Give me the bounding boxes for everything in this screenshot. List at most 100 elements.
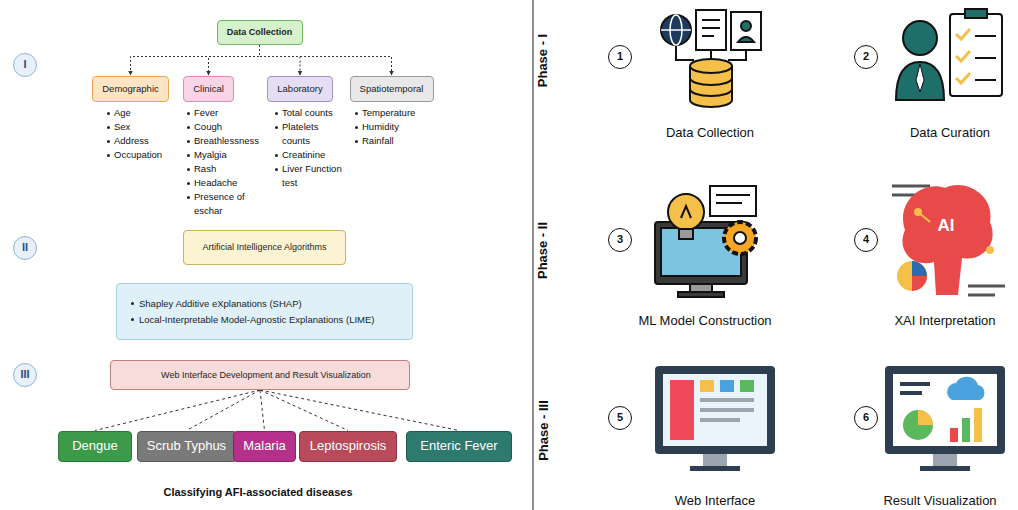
box-label: Leptospirosis <box>310 436 387 457</box>
bullet-dot <box>355 126 358 129</box>
step-number: 6 <box>863 409 869 427</box>
list-item: Occupation <box>114 148 176 162</box>
data-collection-icon <box>661 10 761 107</box>
box-label: Demographic <box>102 81 159 96</box>
bullet-dot <box>187 112 190 115</box>
step-number-circle: III <box>13 363 37 387</box>
list-item: Myalgia <box>194 148 260 162</box>
connector <box>260 390 265 431</box>
step-number-circle: 1 <box>608 45 632 69</box>
box-label: Data Collection <box>227 25 293 39</box>
bullet-dot <box>107 126 110 129</box>
process-box: Malaria <box>233 431 296 462</box>
icon-caption: Result Visualization <box>883 493 996 508</box>
bullet-dot <box>355 140 358 143</box>
result-visualization-icon <box>885 366 1005 471</box>
list-item: Rash <box>194 162 260 176</box>
bullet-dot <box>187 154 190 157</box>
bullet-dot <box>275 154 278 157</box>
bullet-dot <box>275 112 278 115</box>
step-number-circle: I <box>13 53 37 77</box>
process-box: Clinical <box>183 76 234 102</box>
bullet-dot <box>131 318 134 321</box>
list-item: Breathlessness <box>194 134 260 148</box>
box-label: Scrub Typhus <box>147 436 226 457</box>
connector <box>209 45 260 75</box>
bullet-dot <box>187 168 190 171</box>
icon-caption: XAI Interpretation <box>894 313 995 328</box>
phase-label: Phase - I <box>536 33 551 86</box>
icon-caption: Data Curation <box>910 125 990 140</box>
icon-caption: Data Collection <box>666 125 754 140</box>
xai-icon <box>892 185 1005 295</box>
step-number: 5 <box>617 409 623 427</box>
process-box: Scrub Typhus <box>137 431 237 462</box>
list-item: Headache <box>194 176 260 190</box>
list-item: Total counts <box>282 106 348 120</box>
web-interface-icon <box>655 366 775 471</box>
list-item: Humidity <box>362 120 434 134</box>
step-number: II <box>22 239 28 257</box>
bullet-dot <box>187 182 190 185</box>
box-label: Spatiotemporal <box>360 81 424 96</box>
step-number: 1 <box>617 48 623 66</box>
process-box: Data Collection <box>217 20 303 45</box>
bullet-dot <box>275 168 278 171</box>
bullet-dot <box>107 154 110 157</box>
box-label: Shapley Additive eXplanations (SHAP) <box>139 296 302 311</box>
connector <box>260 45 301 75</box>
process-box: Demographic <box>92 76 169 102</box>
phase-label: Phase - III <box>535 400 550 461</box>
list-item: Rainfall <box>362 134 434 148</box>
step-number: III <box>20 366 29 384</box>
bullet-dot <box>355 112 358 115</box>
bullet-dot <box>107 112 110 115</box>
list-item: Presence of eschar <box>194 190 260 218</box>
box-label: Dengue <box>72 436 118 457</box>
process-box: Laboratory <box>267 76 333 102</box>
bullet-dot <box>187 196 190 199</box>
icon-caption: Web Interface <box>675 493 756 508</box>
list-item: Cough <box>194 120 260 134</box>
step-number: 3 <box>617 231 623 249</box>
connector <box>95 390 260 431</box>
process-box: Shapley Additive eXplanations (SHAP)Loca… <box>116 283 413 340</box>
bullet-dot <box>131 302 134 305</box>
bullet-dot <box>107 140 110 143</box>
ml-model-icon <box>655 186 756 297</box>
process-box: Artificial Intelligence Algorithms <box>183 230 346 265</box>
box-label: Artificial Intelligence Algorithms <box>202 240 326 254</box>
step-number-circle: II <box>13 236 37 260</box>
phase-label: Phase - II <box>535 221 550 278</box>
connector <box>260 45 392 75</box>
list-item: Liver Function test <box>282 162 348 190</box>
step-number: I <box>23 56 26 74</box>
divider-line <box>532 0 533 510</box>
box-label: Local-Interpretable Model-Agnostic Expla… <box>139 312 375 327</box>
list-item: Sex <box>114 120 176 134</box>
process-box: Web Interface Development and Result Vis… <box>110 360 410 390</box>
list-item: Platelets counts <box>282 120 348 148</box>
box-label: Laboratory <box>277 81 322 96</box>
connector <box>131 45 260 75</box>
icon-caption: AI <box>938 216 955 236</box>
step-number: 4 <box>863 231 869 249</box>
bullet-dot <box>275 126 278 129</box>
bullet-dot <box>187 140 190 143</box>
step-number-circle: 4 <box>854 228 878 252</box>
step-number-circle: 5 <box>608 406 632 430</box>
step-number-circle: 2 <box>854 45 878 69</box>
process-box: Leptospirosis <box>299 431 397 462</box>
box-label: Enteric Fever <box>420 436 497 457</box>
figure-caption: Classifying AFI-associated diseases <box>163 486 352 498</box>
list-item: Creatinine <box>282 148 348 162</box>
connector <box>260 390 348 431</box>
process-box: Spatiotemporal <box>350 76 434 102</box>
box-label: Web Interface Development and Result Vis… <box>161 368 371 382</box>
icon-caption: ML Model Construction <box>638 313 771 328</box>
step-number-circle: 3 <box>608 228 632 252</box>
process-box: Dengue <box>58 431 132 462</box>
list-item: Fever <box>194 106 260 120</box>
list-item: Age <box>114 106 176 120</box>
